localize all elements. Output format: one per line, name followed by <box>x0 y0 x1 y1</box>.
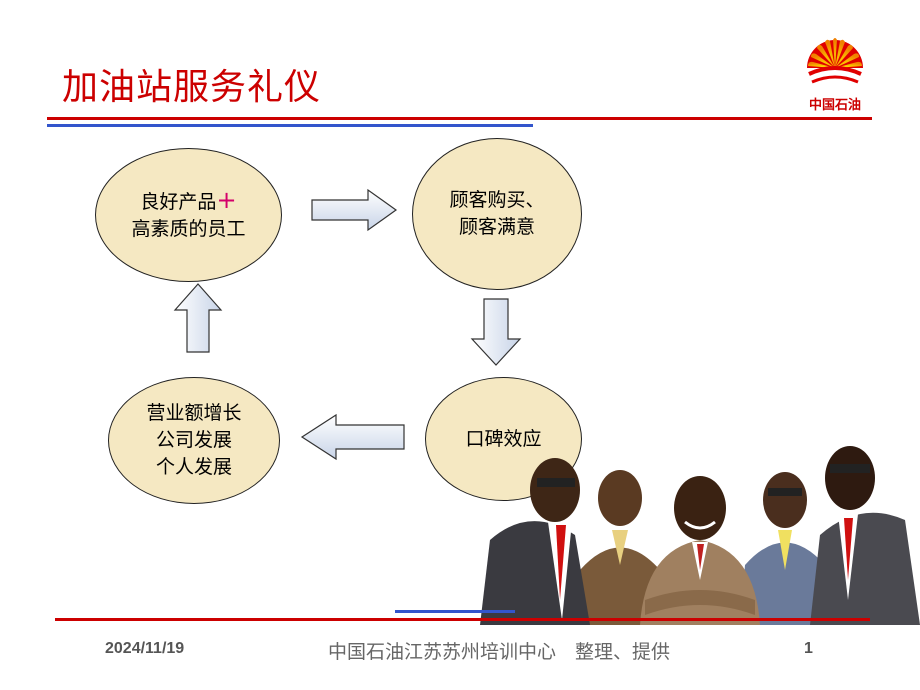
arrow-down-icon <box>470 298 522 366</box>
person-back-right <box>740 472 830 625</box>
node-customer-satisfaction: 顾客购买、 顾客满意 <box>412 138 582 290</box>
petrochina-logo: 中国石油 <box>800 28 870 118</box>
footer-rule-red <box>55 618 870 621</box>
person-center <box>640 476 760 625</box>
node-revenue-growth: 营业额增长 公司发展 个人发展 <box>108 377 280 504</box>
node-good-products: 良好产品+ 高素质的员工 <box>95 148 282 282</box>
businessmen-group-illustration <box>480 446 920 625</box>
node4-line2: 公司发展 <box>155 429 232 451</box>
footer-rule-blue <box>395 610 515 613</box>
arrow-left-icon <box>300 413 405 461</box>
page-title: 加油站服务礼仪 <box>62 67 322 108</box>
header-rule-red <box>47 117 872 120</box>
sun-logo-icon <box>805 38 865 96</box>
node2-line2: 顾客满意 <box>458 216 535 238</box>
node4-line3: 个人发展 <box>155 456 232 478</box>
node3-line1: 口碑效应 <box>465 427 542 450</box>
node1-line1: 良好产品 <box>140 191 217 213</box>
header-rule-blue <box>47 124 533 127</box>
page-number: 1 <box>804 640 813 657</box>
footer-date: 2024/11/19 <box>105 640 185 657</box>
node-word-of-mouth: 口碑效应 <box>425 377 582 501</box>
arrow-right-icon <box>311 188 398 232</box>
footer-organization: 中国石油江苏苏州培训中心 整理、提供 <box>328 641 671 663</box>
node1-line2: 高素质的员工 <box>131 218 246 240</box>
node4-line1: 营业额增长 <box>146 402 242 424</box>
person-front-right <box>810 446 920 625</box>
node2-line1: 顾客购买、 <box>449 189 545 211</box>
arrow-up-icon <box>173 283 223 353</box>
logo-label: 中国石油 <box>808 98 861 113</box>
person-front-left <box>480 458 590 625</box>
plus-sign: + <box>216 186 237 214</box>
